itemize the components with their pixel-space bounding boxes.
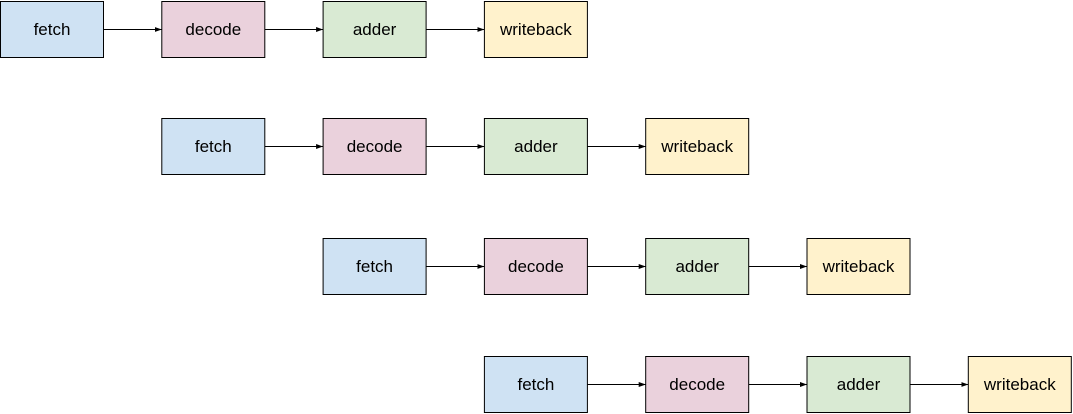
fetch-node: fetch: [161, 118, 266, 175]
adder-box: [322, 1, 427, 58]
decode-node: decode: [645, 356, 750, 413]
fetch-box: [483, 356, 588, 413]
adder-label: adder: [837, 375, 881, 394]
fetch-node: fetch: [0, 1, 104, 58]
adder-node: adder: [322, 1, 427, 58]
pipeline-row-1: fetch decode adder writeback: [0, 1, 588, 58]
fetch-label: fetch: [517, 375, 554, 394]
decode-box: [322, 118, 427, 175]
adder-box: [483, 118, 588, 175]
fetch-box: [322, 238, 427, 295]
pipeline-row-2: fetch decode adder writeback: [161, 118, 750, 175]
fetch-label: fetch: [34, 20, 71, 39]
decode-box: [161, 1, 266, 58]
writeback-node: writeback: [483, 1, 588, 58]
decode-label: decode: [347, 137, 403, 156]
pipeline-row-3: fetch decode adder writeback: [322, 238, 911, 295]
adder-node: adder: [806, 356, 911, 413]
writeback-node: writeback: [967, 356, 1072, 413]
adder-label: adder: [675, 257, 719, 276]
writeback-node: writeback: [806, 238, 911, 295]
writeback-label: writeback: [983, 375, 1056, 394]
pipeline-row-4: fetch decode adder writeback: [483, 356, 1072, 413]
writeback-label: writeback: [499, 20, 572, 39]
writeback-box: [645, 118, 750, 175]
decode-label: decode: [508, 257, 564, 276]
adder-box: [645, 238, 750, 295]
adder-node: adder: [483, 118, 588, 175]
decode-label: decode: [669, 375, 725, 394]
writeback-box: [967, 356, 1072, 413]
writeback-label: writeback: [822, 257, 895, 276]
decode-node: decode: [161, 1, 266, 58]
fetch-node: fetch: [483, 356, 588, 413]
fetch-box: [0, 1, 104, 58]
writeback-label: writeback: [660, 137, 733, 156]
adder-label: adder: [353, 20, 397, 39]
writeback-node: writeback: [645, 118, 750, 175]
writeback-box: [483, 1, 588, 58]
fetch-box: [161, 118, 266, 175]
decode-box: [645, 356, 750, 413]
adder-box: [806, 356, 911, 413]
fetch-node: fetch: [322, 238, 427, 295]
adder-label: adder: [514, 137, 558, 156]
decode-node: decode: [322, 118, 427, 175]
decode-node: decode: [483, 238, 588, 295]
fetch-label: fetch: [356, 257, 393, 276]
fetch-label: fetch: [195, 137, 232, 156]
writeback-box: [806, 238, 911, 295]
decode-label: decode: [185, 20, 241, 39]
adder-node: adder: [645, 238, 750, 295]
